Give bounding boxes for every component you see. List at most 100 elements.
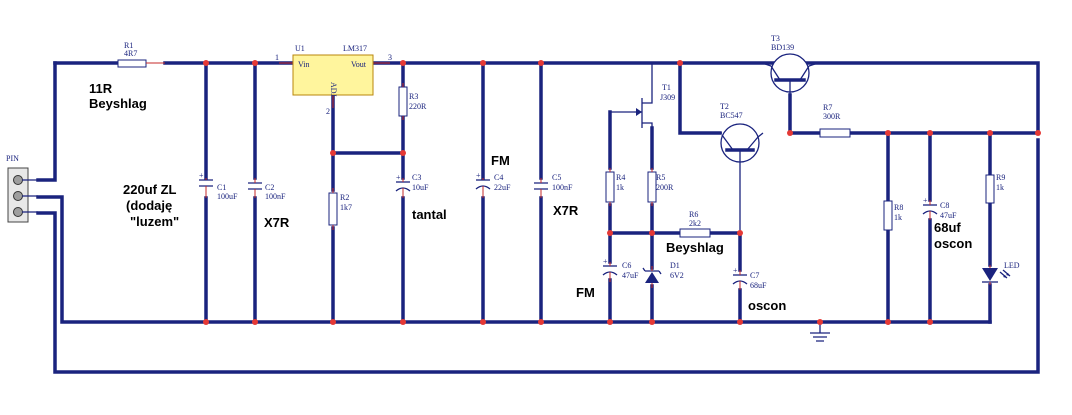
r1 bbox=[117, 59, 165, 68]
u1-pin-adj: ADJ bbox=[329, 82, 338, 97]
c7-note: oscon bbox=[748, 298, 786, 313]
c6: + bbox=[602, 257, 618, 282]
pin-label: PIN bbox=[6, 154, 19, 163]
c1-ref: C1 bbox=[217, 183, 226, 192]
t3-value: BD139 bbox=[771, 43, 794, 52]
u1-regulator bbox=[279, 54, 390, 108]
r7-ref: R7 bbox=[823, 103, 832, 112]
r2 bbox=[328, 188, 338, 230]
u1-pin-vin: Vin bbox=[298, 60, 310, 69]
r6-ref: R6 bbox=[689, 210, 698, 219]
r9 bbox=[985, 174, 995, 204]
t2-bjt bbox=[720, 123, 764, 163]
r3-ref: R3 bbox=[409, 92, 418, 101]
t1-jfet bbox=[634, 98, 653, 128]
t2-ref: T2 bbox=[720, 102, 729, 111]
svg-text:+: + bbox=[396, 173, 401, 182]
svg-text:+: + bbox=[199, 171, 204, 180]
r8-ref: R8 bbox=[894, 203, 903, 212]
r1-note-1: 11R bbox=[89, 81, 113, 96]
t2-value: BC547 bbox=[720, 111, 743, 120]
r6 bbox=[679, 228, 711, 238]
r6-note: Beyshlag bbox=[666, 240, 724, 255]
c8-note-2: oscon bbox=[934, 236, 972, 251]
r8-value: 1k bbox=[894, 213, 902, 222]
c1-note-3: "luzem" bbox=[130, 214, 179, 229]
c4-ref: C4 bbox=[494, 173, 503, 182]
t1-ref: T1 bbox=[662, 83, 671, 92]
r8 bbox=[883, 200, 893, 231]
ground-symbol bbox=[810, 332, 830, 342]
svg-text:+: + bbox=[733, 266, 738, 275]
u1-part: LM317 bbox=[343, 44, 367, 53]
u1-pin1: 1 bbox=[275, 53, 279, 62]
c4-value: 22uF bbox=[494, 183, 511, 192]
r4 bbox=[605, 168, 615, 206]
c8-note-1: 68uf bbox=[934, 220, 961, 235]
c1-note-1: 220uf ZL bbox=[123, 182, 177, 197]
c6-value: 47uF bbox=[622, 271, 639, 280]
r5-value: 200R bbox=[656, 183, 674, 192]
c1-value: 100uF bbox=[217, 192, 238, 201]
c3-note: tantal bbox=[412, 207, 447, 222]
c3-ref: C3 bbox=[412, 173, 421, 182]
r5 bbox=[647, 168, 657, 206]
c5 bbox=[534, 178, 548, 198]
t3-bjt bbox=[761, 53, 819, 95]
r9-value: 1k bbox=[996, 183, 1004, 192]
led-ref: LED bbox=[1004, 261, 1020, 270]
c8: + bbox=[922, 196, 938, 220]
u1-pin3: 3 bbox=[388, 53, 392, 62]
pin-connector bbox=[7, 167, 38, 223]
c2-value: 100nF bbox=[265, 192, 286, 201]
r4-ref: R4 bbox=[616, 173, 625, 182]
c1: + bbox=[199, 171, 213, 198]
c3-value: 10uF bbox=[412, 183, 429, 192]
c1-note-2: (dodaję bbox=[126, 198, 172, 213]
svg-text:+: + bbox=[923, 196, 928, 205]
r7 bbox=[819, 128, 851, 138]
r2-value: 1k7 bbox=[340, 203, 352, 212]
c7-ref: C7 bbox=[750, 271, 759, 280]
c3: + bbox=[395, 173, 411, 198]
c6-note: FM bbox=[576, 285, 595, 300]
r1-value: 4R7 bbox=[124, 49, 137, 58]
c8-ref: C8 bbox=[940, 201, 949, 210]
d1-value: 6V2 bbox=[670, 271, 684, 280]
c8-value: 47uF bbox=[940, 211, 957, 220]
c5-note: X7R bbox=[553, 203, 579, 218]
c4-note: FM bbox=[491, 153, 510, 168]
t1-value: J309 bbox=[660, 93, 675, 102]
svg-text:+: + bbox=[603, 257, 608, 266]
d1-ref: D1 bbox=[670, 261, 680, 270]
c2-note: X7R bbox=[264, 215, 290, 230]
wires bbox=[36, 61, 1040, 374]
c7-value: 68uF bbox=[750, 281, 767, 290]
r4-value: 1k bbox=[616, 183, 624, 192]
c2-ref: C2 bbox=[265, 183, 274, 192]
svg-text:+: + bbox=[476, 171, 481, 180]
c6-ref: C6 bbox=[622, 261, 631, 270]
r1-note-2: Beyshlag bbox=[89, 96, 147, 111]
u1-ref: U1 bbox=[295, 44, 305, 53]
c5-ref: C5 bbox=[552, 173, 561, 182]
r3-value: 220R bbox=[409, 102, 427, 111]
r6-value: 2k2 bbox=[689, 219, 701, 228]
c5-value: 100nF bbox=[552, 183, 573, 192]
d1-zener bbox=[642, 266, 662, 288]
r1-ref: R1 bbox=[124, 41, 133, 50]
c7: + bbox=[732, 266, 748, 290]
t3-ref: T3 bbox=[771, 34, 780, 43]
led bbox=[982, 265, 1011, 285]
junction-dots bbox=[203, 60, 1041, 325]
u1-pin2: 2 bbox=[326, 107, 330, 116]
c4: + bbox=[475, 171, 491, 198]
u1-pin-vout: Vout bbox=[351, 60, 367, 69]
c2 bbox=[248, 178, 262, 198]
r5-ref: R5 bbox=[656, 173, 665, 182]
r2-ref: R2 bbox=[340, 193, 349, 202]
r7-value: 300R bbox=[823, 112, 841, 121]
r3 bbox=[398, 83, 408, 120]
r9-ref: R9 bbox=[996, 173, 1005, 182]
